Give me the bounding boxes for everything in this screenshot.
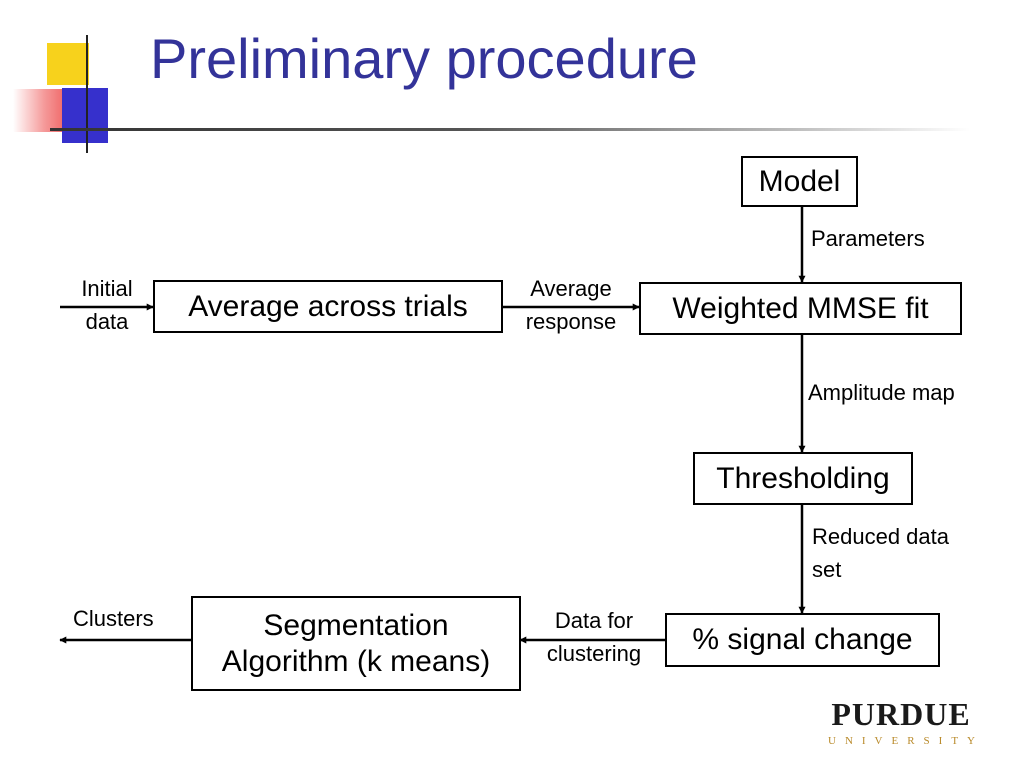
purdue-logo: PURDUE UNIVERSITY: [820, 698, 982, 747]
node-weighted-mmse-fit-label: Weighted MMSE fit: [672, 291, 929, 325]
decor-yellow-square: [47, 43, 89, 85]
node-average-across-trials-label: Average across trials: [188, 289, 468, 323]
node-segmentation-label-line2: Algorithm (k means): [221, 644, 491, 678]
node-model: Model: [741, 156, 858, 207]
logo-name: PURDUE: [831, 696, 971, 732]
node-model-label: Model: [758, 164, 841, 198]
node-signal-change: % signal change: [665, 613, 940, 667]
title-underline: [50, 128, 970, 131]
label-data-for-clustering: Data for clustering: [546, 608, 642, 666]
node-segmentation-algorithm: Segmentation Algorithm (k means): [191, 596, 521, 691]
label-initial-data: Initial data: [81, 276, 133, 334]
node-thresholding: Thresholding: [693, 452, 913, 505]
node-weighted-mmse-fit: Weighted MMSE fit: [639, 282, 962, 335]
logo-subtitle: UNIVERSITY: [828, 735, 984, 747]
label-parameters: Parameters: [811, 226, 925, 251]
node-signal-change-label: % signal change: [692, 623, 913, 656]
slide-title: Preliminary procedure: [150, 27, 698, 90]
label-reduced-data-set: Reduced data set: [812, 524, 949, 582]
node-average-across-trials: Average across trials: [153, 280, 503, 333]
label-amplitude-map: Amplitude map: [808, 380, 955, 405]
decor-blue-square: [62, 88, 108, 143]
decor-vertical-line: [86, 35, 88, 153]
label-clusters: Clusters: [73, 606, 154, 631]
node-segmentation-label-line1: Segmentation: [263, 608, 449, 642]
node-thresholding-label: Thresholding: [716, 461, 890, 495]
label-average-response: Average response: [525, 276, 617, 334]
